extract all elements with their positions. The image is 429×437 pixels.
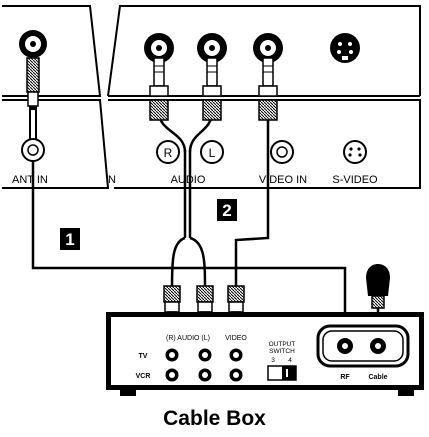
cable-box-caption: Cable Box bbox=[163, 407, 266, 430]
box-tv-audio-l-jack bbox=[198, 348, 212, 362]
switch-3-label: 3 bbox=[271, 357, 275, 364]
jack-l-label: L bbox=[209, 146, 216, 160]
step-1-text: 1 bbox=[65, 230, 74, 249]
video-in-jack bbox=[270, 140, 294, 164]
rf-jack bbox=[337, 338, 353, 354]
output-switch-label-1: OUTPUT bbox=[269, 341, 296, 348]
antenna-coax-plug bbox=[19, 30, 47, 152]
rca-plug-video-tv bbox=[258, 57, 278, 121]
output-switch-toggle bbox=[267, 365, 297, 381]
video-in-label: VIDEO IN bbox=[259, 174, 307, 186]
vcr-row-label: VCR bbox=[136, 373, 151, 380]
rca-plug-audio-r-tv bbox=[149, 57, 169, 121]
audio-l-jack: L bbox=[200, 140, 224, 164]
s-video-jack bbox=[343, 140, 367, 164]
cable-in-plug bbox=[366, 264, 390, 309]
step-2-badge: 2 bbox=[217, 199, 237, 221]
tv-rear-panel bbox=[107, 5, 421, 189]
box-vcr-audio-r-jack bbox=[165, 368, 179, 382]
box-tv-video-jack bbox=[229, 348, 243, 362]
n-fragment-label: N bbox=[108, 174, 116, 186]
rf-label: RF bbox=[340, 374, 350, 381]
box-video-header: VIDEO bbox=[225, 335, 247, 342]
tv-row-label: TV bbox=[139, 353, 148, 360]
tv-video-jack-top bbox=[253, 33, 283, 63]
ant-in-jack bbox=[21, 138, 45, 162]
rca-plug-audio-l-tv bbox=[202, 57, 222, 121]
box-audio-header: (R) AUDIO (L) bbox=[166, 335, 210, 342]
rf-cable-panel bbox=[316, 324, 410, 368]
box-vcr-video-jack bbox=[229, 368, 243, 382]
output-switch-label-2: SWITCH bbox=[269, 348, 295, 355]
audio-r-jack: R bbox=[156, 140, 180, 164]
s-video-port-top bbox=[330, 33, 360, 63]
cable-box: (R) AUDIO (L) VIDEO TV VCR OUTPUT SWITCH… bbox=[106, 312, 424, 396]
jack-r-label: R bbox=[164, 146, 173, 160]
ant-in-label: ANT IN bbox=[12, 174, 48, 186]
tv-audio-r-jack-top bbox=[144, 33, 174, 63]
tv-audio-l-jack-top bbox=[197, 33, 227, 63]
box-tv-audio-r-jack bbox=[165, 348, 179, 362]
cable-jack bbox=[370, 338, 386, 354]
antenna-wall-panel bbox=[2, 5, 110, 189]
step-2-text: 2 bbox=[222, 201, 231, 220]
cable-label: Cable bbox=[368, 374, 387, 381]
s-video-label: S-VIDEO bbox=[332, 174, 378, 186]
box-vcr-audio-l-jack bbox=[198, 368, 212, 382]
step-1-badge: 1 bbox=[60, 228, 80, 250]
switch-4-label: 4 bbox=[288, 357, 292, 364]
audio-label: AUDIO bbox=[171, 174, 206, 186]
